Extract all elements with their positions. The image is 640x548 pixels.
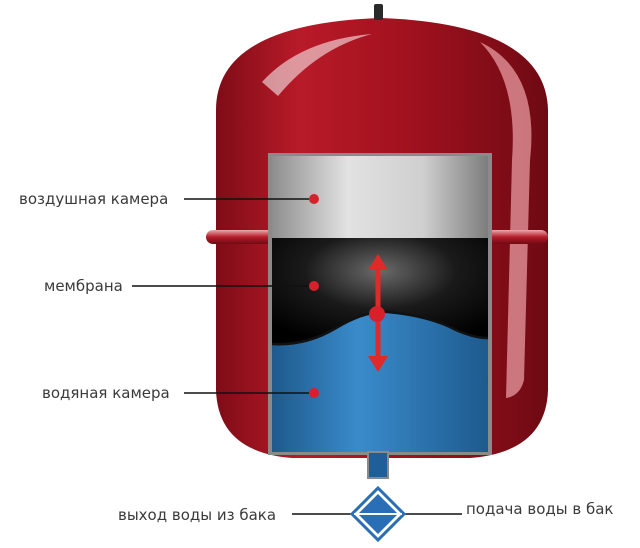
tank-highlight-right [480, 42, 532, 398]
membrane-arrow-up [368, 254, 388, 270]
membrane-arrow-center [369, 306, 385, 322]
air-chamber [272, 156, 488, 238]
membrane-arrow-down [368, 356, 388, 372]
tank-highlight-top [262, 34, 372, 96]
air-chamber-label: воздушная камера [19, 190, 169, 208]
membrane-marker [309, 281, 319, 291]
side-pipe-right [484, 230, 548, 244]
water-in-label: подача воды в бак [466, 500, 614, 518]
bottom-outlet [367, 451, 389, 479]
water-chamber [272, 311, 488, 452]
air-chamber-marker [309, 194, 319, 204]
membrane-line [271, 310, 489, 346]
water-chamber-marker [309, 388, 319, 398]
water-chamber-label: водяная камера [42, 384, 170, 402]
side-pipe-left [206, 230, 276, 244]
membrane-label: мембрана [44, 277, 123, 295]
water-out-label: выход воды из бака [118, 506, 277, 524]
top-valve [374, 4, 383, 20]
